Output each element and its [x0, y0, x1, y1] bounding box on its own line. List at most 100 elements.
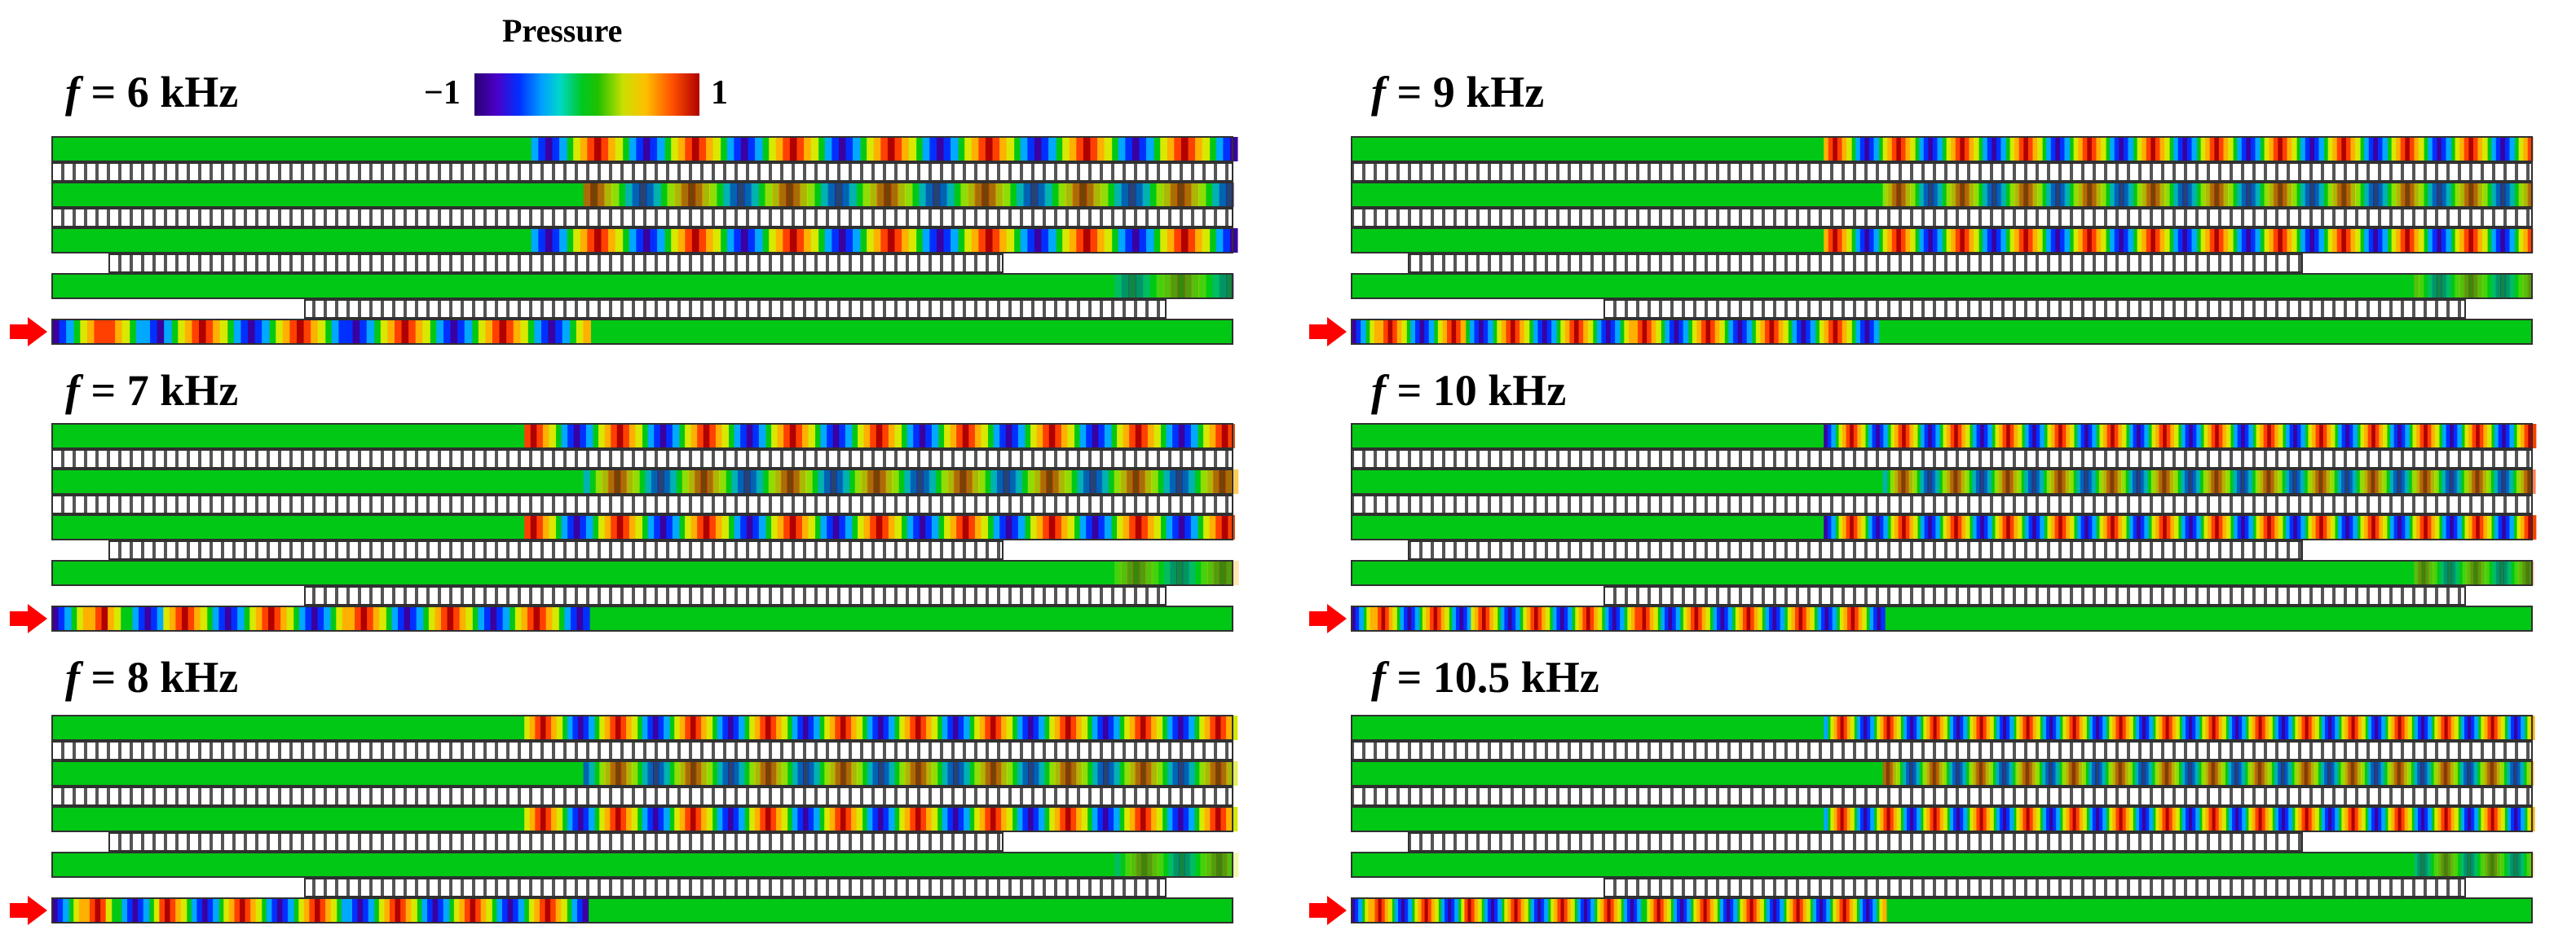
- pressure-stripe: [2314, 228, 2320, 253]
- pressure-stripe: [1706, 898, 1711, 923]
- pressure-stripe: [1027, 469, 1035, 494]
- pressure-stripe: [2062, 424, 2067, 448]
- pressure-stripe: [250, 898, 257, 923]
- pressure-stripe: [2341, 228, 2347, 253]
- pressure-stripe: [475, 898, 482, 923]
- pressure-stripe: [521, 606, 528, 631]
- pressure-stripe: [749, 716, 756, 740]
- pressure-stripe: [2298, 716, 2303, 740]
- pressure-stripe: [2051, 515, 2056, 540]
- pressure-stripe: [2037, 183, 2043, 207]
- pressure-stripe: [872, 807, 879, 831]
- pressure-stripe: [796, 137, 805, 161]
- pressure-stripe: [2142, 761, 2146, 786]
- pressure-stripe: [1537, 606, 1543, 631]
- pressure-stripe: [1987, 515, 1992, 540]
- pressure-stripe: [1620, 606, 1625, 631]
- pressure-stripe: [583, 761, 590, 786]
- pressure-stripe: [2414, 228, 2420, 253]
- pressure-stripe: [2518, 561, 2523, 585]
- pressure-stripe: [2228, 183, 2234, 207]
- pressure-stripe: [1869, 320, 1875, 344]
- pressure-stripe: [2471, 716, 2476, 740]
- pressure-stripe: [931, 515, 939, 540]
- pressure-stripe: [1740, 898, 1745, 923]
- pressure-stripe: [1701, 320, 1707, 344]
- pressure-stripe: [2417, 761, 2422, 786]
- pressure-stripe: [2382, 469, 2387, 494]
- pressure-stripe: [2255, 469, 2261, 494]
- pressure-stripe: [1169, 469, 1177, 494]
- pressure-stripe: [691, 228, 700, 253]
- pressure-stripe: [248, 320, 256, 344]
- pressure-stripe: [2293, 424, 2298, 448]
- pressure-stripe: [1069, 137, 1078, 161]
- pressure-stripe: [2510, 761, 2515, 786]
- pressure-stripe: [1957, 515, 1963, 540]
- pressure-stripe: [2483, 424, 2488, 448]
- pressure-stripe: [1076, 716, 1083, 740]
- pressure-stripe: [2441, 137, 2447, 161]
- pressure-stripe: [2264, 183, 2270, 207]
- pressure-stripe: [459, 898, 465, 923]
- pressure-stripe: [1653, 606, 1658, 631]
- pressure-stripe: [297, 320, 305, 344]
- pressure-stripe: [1534, 606, 1539, 631]
- pressure-stripe: [459, 606, 467, 631]
- pressure-stripe: [845, 515, 853, 540]
- pressure-stripe: [255, 898, 262, 923]
- pressure-stripe: [2335, 716, 2340, 740]
- pressure-stripe: [1184, 515, 1192, 540]
- pressure-stripe: [1006, 807, 1013, 831]
- pressure-stripe: [1776, 898, 1781, 923]
- pressure-stripe: [1009, 469, 1017, 494]
- pressure-stripe: [2350, 761, 2355, 786]
- pressure-stripe: [2189, 716, 2194, 740]
- pressure-stripe: [1983, 424, 1989, 448]
- pressure-stripe: [464, 320, 473, 344]
- pressure-stripe: [2069, 515, 2075, 540]
- pressure-stripe: [2497, 807, 2502, 831]
- pressure-stripe: [1081, 761, 1088, 786]
- pressure-stripe: [1551, 320, 1557, 344]
- pressure-stripe: [740, 137, 749, 161]
- pressure-stripe: [1206, 469, 1214, 494]
- pressure-stripe: [2521, 807, 2525, 831]
- pressure-stripe: [2137, 183, 2143, 207]
- pressure-stripe: [1900, 183, 1907, 207]
- pressure-stripe: [1039, 716, 1045, 740]
- pressure-stripe: [992, 228, 1001, 253]
- pressure-stripe: [2098, 761, 2103, 786]
- pressure-stripe: [1950, 424, 1956, 448]
- pressure-stripe: [552, 137, 561, 161]
- pressure-stripe: [1623, 898, 1628, 923]
- pressure-stripe: [1959, 761, 1964, 786]
- pressure-stripe: [754, 716, 761, 740]
- pressure-stripe: [2434, 716, 2439, 740]
- pressure-stripe: [2222, 424, 2227, 448]
- pressure-stripe: [1816, 898, 1821, 923]
- pressure-stripe: [1896, 137, 1902, 161]
- pressure-stripe: [502, 898, 509, 923]
- pressure-stripe: [2419, 137, 2424, 161]
- pressure-stripe: [1172, 761, 1180, 786]
- pressure-stripe: [1646, 606, 1651, 631]
- resonator-comb: [51, 741, 1233, 760]
- pressure-stripe: [1837, 137, 1843, 161]
- pressure-stripe: [2082, 137, 2089, 161]
- pressure-stripe: [1868, 424, 1873, 448]
- pressure-stripe: [1766, 898, 1771, 923]
- pressure-stripe: [1199, 807, 1206, 831]
- pressure-stripe: [2397, 424, 2402, 448]
- pressure-stripe: [2412, 515, 2418, 540]
- pressure-stripe: [2507, 716, 2512, 740]
- pressure-stripe: [2234, 761, 2239, 786]
- pressure-stripe: [150, 320, 158, 344]
- pressure-stripe: [802, 807, 809, 831]
- pressure-stripe: [709, 424, 717, 448]
- pressure-stripe: [796, 424, 803, 448]
- pressure-stripe: [870, 515, 877, 540]
- pressure-stripe: [1872, 424, 1877, 448]
- pressure-stripe: [882, 424, 889, 448]
- pressure-stripe: [2062, 515, 2067, 540]
